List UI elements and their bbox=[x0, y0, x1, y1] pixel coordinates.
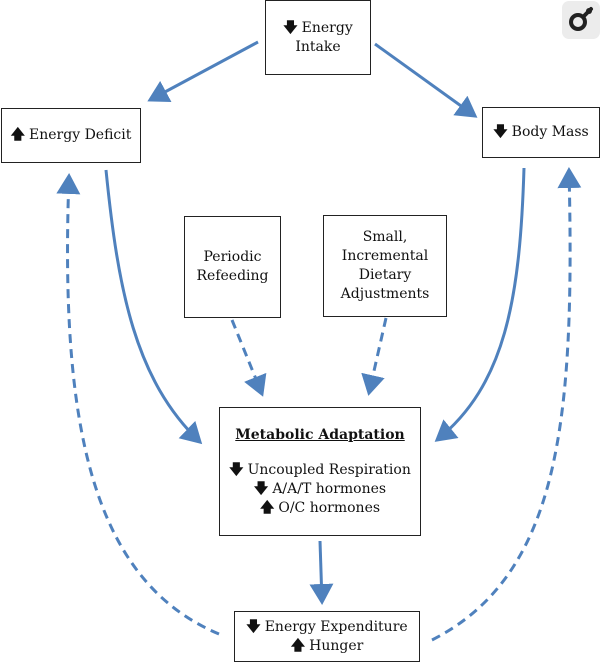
hunger-label: Hunger bbox=[309, 637, 364, 654]
up-arrow-icon: 🡅 bbox=[290, 637, 306, 654]
body-mass-box: 🡇Body Mass bbox=[482, 107, 600, 158]
down-arrow-icon: 🡇 bbox=[246, 618, 261, 635]
dietary-adjustments-line-2: Incremental bbox=[341, 248, 429, 264]
metabolic-adaptation-title: Metabolic Adaptation bbox=[235, 426, 405, 443]
periodic-refeeding-line-2: Refeeding bbox=[196, 268, 269, 284]
energy-deficit-box: 🡅Energy Deficit bbox=[1, 108, 141, 163]
magnifier-logo-graphic bbox=[569, 7, 593, 31]
down-arrow-icon: 🡇 bbox=[253, 480, 269, 497]
energy-deficit-label: Energy Deficit bbox=[29, 127, 132, 143]
magnifier-logo-icon bbox=[562, 1, 600, 39]
periodic-refeeding-line-1: Periodic bbox=[203, 249, 262, 265]
energy-expenditure-label: Energy Expenditure bbox=[264, 618, 408, 635]
dietary-adjustments-box: Small, Incremental Dietary Adjustments bbox=[323, 215, 447, 317]
arrow-refeeding-to-adaptation bbox=[230, 319, 267, 397]
metabolic-adaptation-box: Metabolic Adaptation 🡇Uncoupled Respirat… bbox=[219, 407, 421, 536]
oc-hormones-label: O/C hormones bbox=[278, 499, 381, 516]
arrow-intake-to-bodymass bbox=[374, 42, 478, 118]
energy-intake-line-2: Intake bbox=[295, 38, 341, 55]
energy-expenditure-box: 🡇Energy Expenditure 🡅Hunger bbox=[234, 611, 420, 662]
energy-intake-box: 🡇Energy Intake bbox=[265, 0, 371, 75]
arrow-adjustments-to-adaptation bbox=[361, 317, 388, 396]
down-arrow-icon: 🡇 bbox=[493, 124, 508, 140]
down-arrow-icon: 🡇 bbox=[229, 461, 244, 478]
energy-intake-line-1: Energy bbox=[301, 19, 353, 36]
body-mass-label: Body Mass bbox=[511, 124, 589, 140]
dietary-adjustments-line-3: Dietary bbox=[358, 267, 412, 283]
up-arrow-icon: 🡅 bbox=[259, 499, 275, 516]
up-arrow-icon: 🡅 bbox=[10, 127, 26, 143]
down-arrow-icon: 🡇 bbox=[283, 19, 298, 36]
dietary-adjustments-line-4: Adjustments bbox=[340, 286, 430, 302]
arrow-deficit-to-adaptation bbox=[104, 169, 203, 445]
aat-hormones-label: A/A/T hormones bbox=[272, 480, 387, 497]
periodic-refeeding-box: Periodic Refeeding bbox=[184, 216, 281, 318]
arrow-adaptation-to-expenditure bbox=[309, 540, 334, 605]
uncoupled-respiration-label: Uncoupled Respiration bbox=[247, 461, 411, 478]
dietary-adjustments-line-1: Small, bbox=[362, 229, 408, 245]
arrow-bodymass-to-adaptation bbox=[434, 167, 526, 442]
arrow-intake-to-deficit bbox=[147, 40, 259, 103]
arrow-expenditure-to-bodymass bbox=[431, 167, 582, 642]
